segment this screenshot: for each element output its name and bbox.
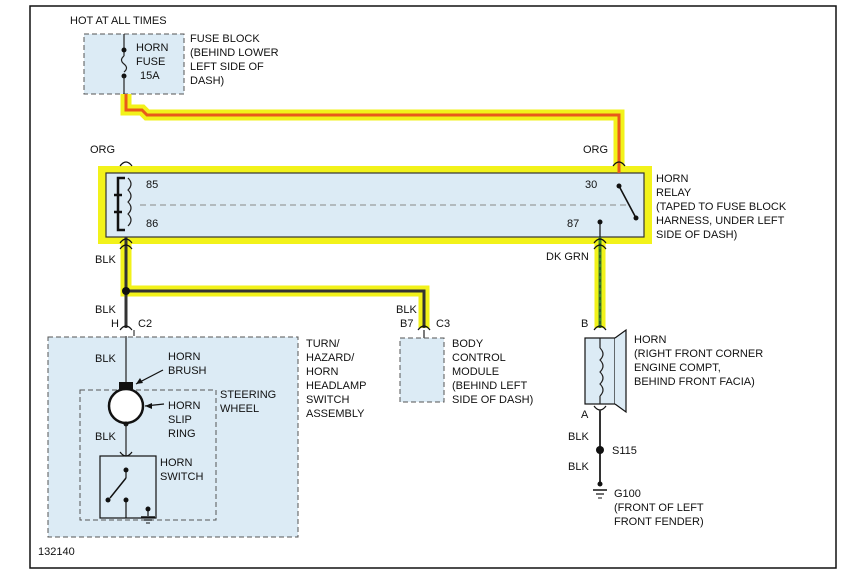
bcm-line-3: MODULE xyxy=(452,366,499,378)
wire-label-blk-bcm: BLK xyxy=(396,304,417,316)
horn-brush-line-2: BRUSH xyxy=(168,365,207,377)
blk-wire-relay xyxy=(124,237,426,328)
switch-assembly-line-4: HEADLAMP xyxy=(306,380,367,392)
wire-label-org-right: ORG xyxy=(583,144,608,156)
horn-icon xyxy=(584,328,627,414)
ground-line-1: G100 xyxy=(614,488,641,500)
horn-fuse-icon xyxy=(120,34,128,94)
wire-label-blk-relay: BLK xyxy=(95,254,116,266)
relay-connector-86 xyxy=(119,238,133,250)
horn-pin-b: B xyxy=(581,318,588,330)
wire-label-blk-switch: BLK xyxy=(95,431,116,443)
relay-pin-85: 85 xyxy=(146,179,158,191)
wire-label-blk-horn-a: BLK xyxy=(568,431,589,443)
relay-connector-85 xyxy=(119,161,133,167)
diagram-border xyxy=(29,5,837,569)
org-wire xyxy=(124,94,621,173)
c2-label: C2 xyxy=(138,318,152,330)
horn-brush-icon xyxy=(119,336,164,389)
steering-wheel-line-1: STEERING xyxy=(220,389,276,401)
steering-wheel-box xyxy=(79,389,217,521)
fuse-block-line-2: (BEHIND LOWER xyxy=(190,47,279,59)
switch-assembly-line-3: HORN xyxy=(306,366,338,378)
steering-wheel-line-2: WHEEL xyxy=(220,403,259,415)
bcm-line-2: CONTROL xyxy=(452,352,506,364)
horn-pin-a: A xyxy=(581,409,589,421)
relay-label-2: RELAY xyxy=(656,187,692,199)
relay-connector-87 xyxy=(593,238,607,250)
fuse-block-line-4: DASH) xyxy=(190,75,224,87)
c3-connector-icon xyxy=(417,325,431,331)
horn-switch-icon xyxy=(99,451,157,519)
fuse-block-line-1: FUSE BLOCK xyxy=(190,33,260,45)
wire-label-blk-s115: BLK xyxy=(568,461,589,473)
c2-connector-icon xyxy=(119,325,133,331)
horn-line-4: BEHIND FRONT FACIA) xyxy=(634,376,755,388)
wire-label-org-left: ORG xyxy=(90,144,115,156)
hot-at-all-times-label: HOT AT ALL TIMES xyxy=(70,15,167,27)
bcm-box xyxy=(399,337,445,403)
fuse-name2: FUSE xyxy=(136,56,165,68)
switch-ground-icon xyxy=(141,506,155,524)
ground-line-2: (FRONT OF LEFT xyxy=(614,502,704,514)
bcm-line-4: (BEHIND LEFT xyxy=(452,380,527,392)
horn-line-2: (RIGHT FRONT CORNER xyxy=(634,348,763,360)
switch-assembly-box xyxy=(47,336,299,538)
relay-label-1: HORN xyxy=(656,173,688,185)
switch-assembly-line-2: HAZARD/ xyxy=(306,352,355,364)
relay-connector-30 xyxy=(612,161,626,167)
fuse-rating: 15A xyxy=(140,70,160,82)
splice-s115-label: S115 xyxy=(612,445,637,457)
horn-switch-line-2: SWITCH xyxy=(160,471,203,483)
splice-s115-dot xyxy=(596,446,604,454)
switch-assembly-line-1: TURN/ xyxy=(306,338,341,350)
horn-line-1: HORN xyxy=(634,334,666,346)
switch-assembly-line-5: SWITCH xyxy=(306,394,349,406)
wire-label-dkgrn: DK GRN xyxy=(546,251,589,263)
fuse-block-line-3: LEFT SIDE OF xyxy=(190,61,264,73)
relay-coil-icon xyxy=(114,176,132,232)
relay-pin-87: 87 xyxy=(567,218,579,230)
c3-label: C3 xyxy=(436,318,450,330)
horn-brush-line-1: HORN xyxy=(168,351,200,363)
relay-pin-30: 30 xyxy=(585,179,597,191)
fuse-block-box xyxy=(83,33,185,95)
c3-pin-label: B7 xyxy=(400,318,413,330)
relay-pin-86: 86 xyxy=(146,218,158,230)
horn-line-3: ENGINE COMPT, xyxy=(634,362,721,374)
slip-ring-line-3: RING xyxy=(168,428,196,440)
ground-g100-icon xyxy=(593,481,607,499)
relay-label-3: (TAPED TO FUSE BLOCK xyxy=(656,201,787,213)
splice-dot xyxy=(122,287,130,295)
bcm-line-5: SIDE OF DASH) xyxy=(452,394,533,406)
slip-ring-line-1: HORN xyxy=(168,400,200,412)
relay-label-4: HARNESS, UNDER LEFT xyxy=(656,215,785,227)
figure-id: 132140 xyxy=(38,546,75,558)
wire-label-blk-brush: BLK xyxy=(95,353,116,365)
relay-label-5: SIDE OF DASH) xyxy=(656,229,737,241)
c2-pin-label: H xyxy=(111,318,119,330)
horn-switch-line-1: HORN xyxy=(160,457,192,469)
horn-connector-a xyxy=(593,405,607,411)
slip-ring-icon xyxy=(107,387,165,456)
bcm-line-1: BODY xyxy=(452,338,484,350)
wire-label-blk-splice: BLK xyxy=(95,304,116,316)
fuse-name: HORN xyxy=(136,42,168,54)
slip-ring-line-2: SLIP xyxy=(168,414,192,426)
switch-assembly-line-6: ASSEMBLY xyxy=(306,408,365,420)
horn-connector-b xyxy=(593,325,607,331)
ground-line-3: FRONT FENDER) xyxy=(614,516,704,528)
